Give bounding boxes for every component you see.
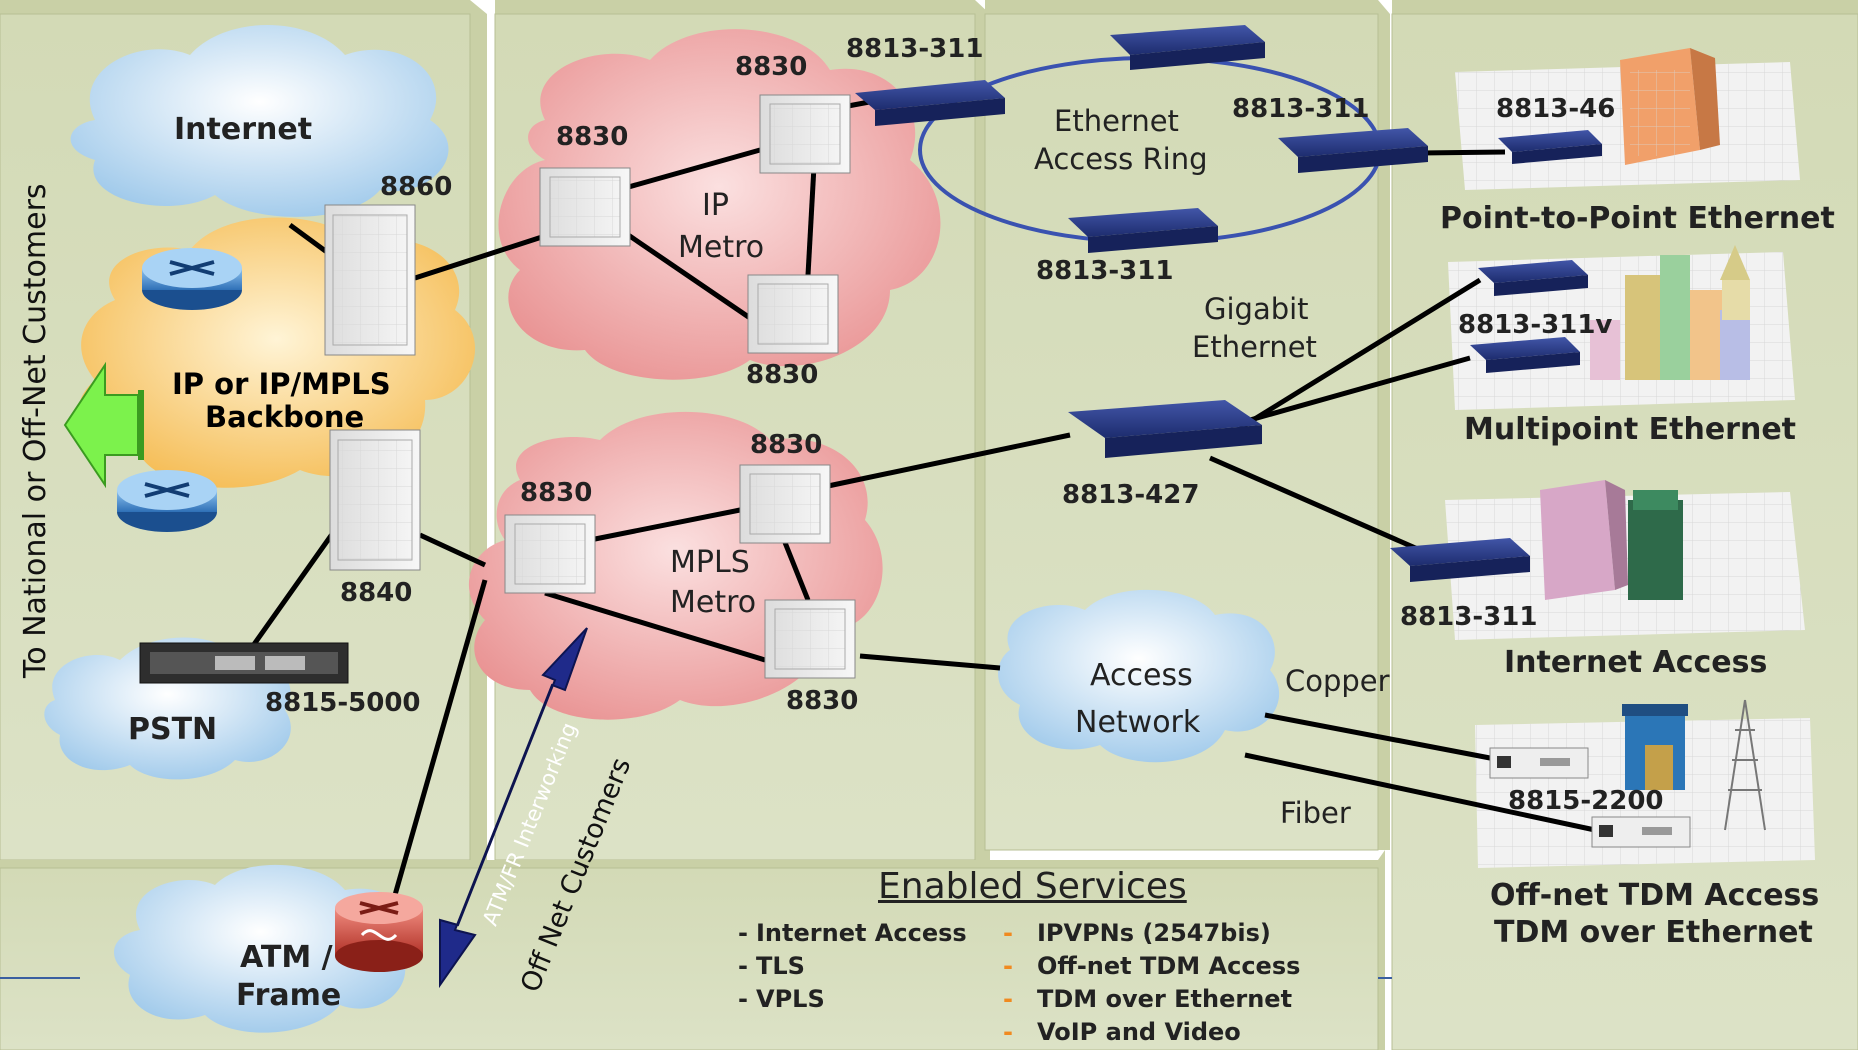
switch-ring-right — [1278, 128, 1428, 173]
chassis-8830-ip-top — [759, 94, 851, 174]
device-label-8815-2200: 8815-2200 — [1508, 786, 1664, 816]
service-item: -VoIP and Video — [1003, 1018, 1241, 1046]
backbone-label-line1: IP or IP/MPLS — [172, 367, 391, 401]
ring-label-line1: Ethernet — [1054, 104, 1179, 138]
city-buildings — [1590, 245, 1750, 380]
internet-cloud — [70, 25, 449, 217]
device-label-8815-5000: 8815-5000 — [265, 688, 421, 718]
switch-8813-427 — [1068, 400, 1262, 458]
ip-metro-label-line1: IP — [702, 188, 729, 223]
device-label-8813-427: 8813-427 — [1062, 480, 1200, 510]
device-label-8830-ip-left: 8830 — [556, 122, 629, 152]
atm-label-line2: Frame — [236, 978, 342, 1013]
ring-label-line2: Access Ring — [1034, 142, 1208, 176]
chassis-8830-ip-bottom — [747, 274, 839, 354]
device-label-8840: 8840 — [340, 578, 413, 608]
chassis-8830-ip-left — [539, 167, 631, 247]
office-buildings-2 — [1540, 480, 1683, 600]
service-item: -IPVPNs (2547bis) — [1003, 919, 1271, 947]
router-icon-bottom — [117, 470, 217, 532]
internet-label: Internet — [174, 112, 313, 147]
office-building-1 — [1620, 48, 1720, 165]
device-8815-2200-top — [1489, 747, 1589, 779]
gigabit-label-line2: Ethernet — [1192, 330, 1317, 364]
service-item: -VPLS — [738, 985, 825, 1013]
switch-8813-311-internet — [1390, 538, 1530, 582]
switch-8813-311v-top — [1478, 260, 1588, 296]
chassis-8840 — [329, 429, 421, 571]
device-label-ring-bottom: 8813-311 — [1036, 256, 1174, 286]
device-label-ring-top: 8813-311 — [846, 34, 984, 64]
device-label-8860: 8860 — [380, 172, 453, 202]
device-label-8813-311-internet: 8813-311 — [1400, 602, 1538, 632]
switch-8813-46 — [1498, 130, 1602, 164]
pstn-label: PSTN — [128, 712, 218, 747]
service-item: -Off-net TDM Access — [1003, 952, 1301, 980]
router-icon-top — [142, 248, 242, 310]
access-network-cloud — [998, 589, 1280, 763]
chassis-8830-mpls-left — [504, 514, 596, 594]
access-network-label-line1: Access — [1090, 658, 1193, 693]
ip-metro-label-line2: Metro — [678, 230, 765, 265]
backbone-label-line2: Backbone — [205, 400, 365, 434]
atm-label-line1: ATM / — [240, 940, 333, 975]
device-label-8813-311v: 8813-311v — [1458, 310, 1613, 340]
atm-switch-icon — [335, 892, 423, 972]
device-label-8813-46: 8813-46 — [1496, 94, 1616, 124]
switch-8813-311v-bottom — [1470, 337, 1580, 373]
switch-ring-top — [1110, 25, 1265, 70]
enabled-services-title: Enabled Services — [878, 866, 1187, 907]
service-label-tdm-line1: Off-net TDM Access — [1490, 878, 1820, 913]
device-8815-2200-bottom — [1591, 816, 1691, 848]
switch-ring-bottom — [1068, 208, 1218, 253]
atm-frame-cloud — [113, 864, 408, 1033]
service-item: -TDM over Ethernet — [1003, 985, 1293, 1013]
device-label-8830-ip-bottom: 8830 — [746, 360, 819, 390]
side-label-customers: To National or Off-Net Customers — [18, 183, 53, 678]
service-label-p2p: Point-to-Point Ethernet — [1440, 201, 1835, 236]
store-building — [1622, 704, 1688, 790]
switch-ring-left — [855, 80, 1005, 126]
chassis-8830-mpls-bottom — [764, 599, 856, 679]
service-label-multipoint: Multipoint Ethernet — [1464, 412, 1797, 447]
chassis-8860 — [324, 204, 416, 356]
service-item: -TLS — [738, 952, 805, 980]
device-label-8830-mpls-left: 8830 — [520, 478, 593, 508]
atm-fr-interworking-arrow — [439, 627, 588, 989]
device-label-8830-mpls-top: 8830 — [750, 430, 823, 460]
service-item: -Internet Access — [738, 919, 967, 947]
service-label-internet-access: Internet Access — [1504, 645, 1768, 680]
copper-label: Copper — [1285, 664, 1390, 698]
mpls-metro-label-line2: Metro — [670, 585, 757, 620]
gigabit-label-line1: Gigabit — [1204, 292, 1309, 326]
mpls-metro-label-line1: MPLS — [670, 545, 750, 580]
fiber-label: Fiber — [1280, 796, 1351, 830]
enabled-services-right: -IPVPNs (2547bis) -Off-net TDM Access -T… — [1003, 917, 1300, 1049]
green-arrow-icon — [63, 361, 144, 489]
device-label-8830-mpls-bottom: 8830 — [786, 686, 859, 716]
device-8815-5000 — [139, 642, 349, 684]
device-label-8830-ip-top: 8830 — [735, 52, 808, 82]
radio-tower-icon — [1724, 699, 1766, 831]
device-label-ring-right: 8813-311 — [1232, 94, 1370, 124]
access-network-label-line2: Network — [1075, 705, 1201, 740]
service-label-tdm-line2: TDM over Ethernet — [1494, 915, 1813, 950]
enabled-services-left: -Internet Access -TLS -VPLS — [738, 917, 967, 1016]
chassis-8830-mpls-top — [739, 464, 831, 544]
